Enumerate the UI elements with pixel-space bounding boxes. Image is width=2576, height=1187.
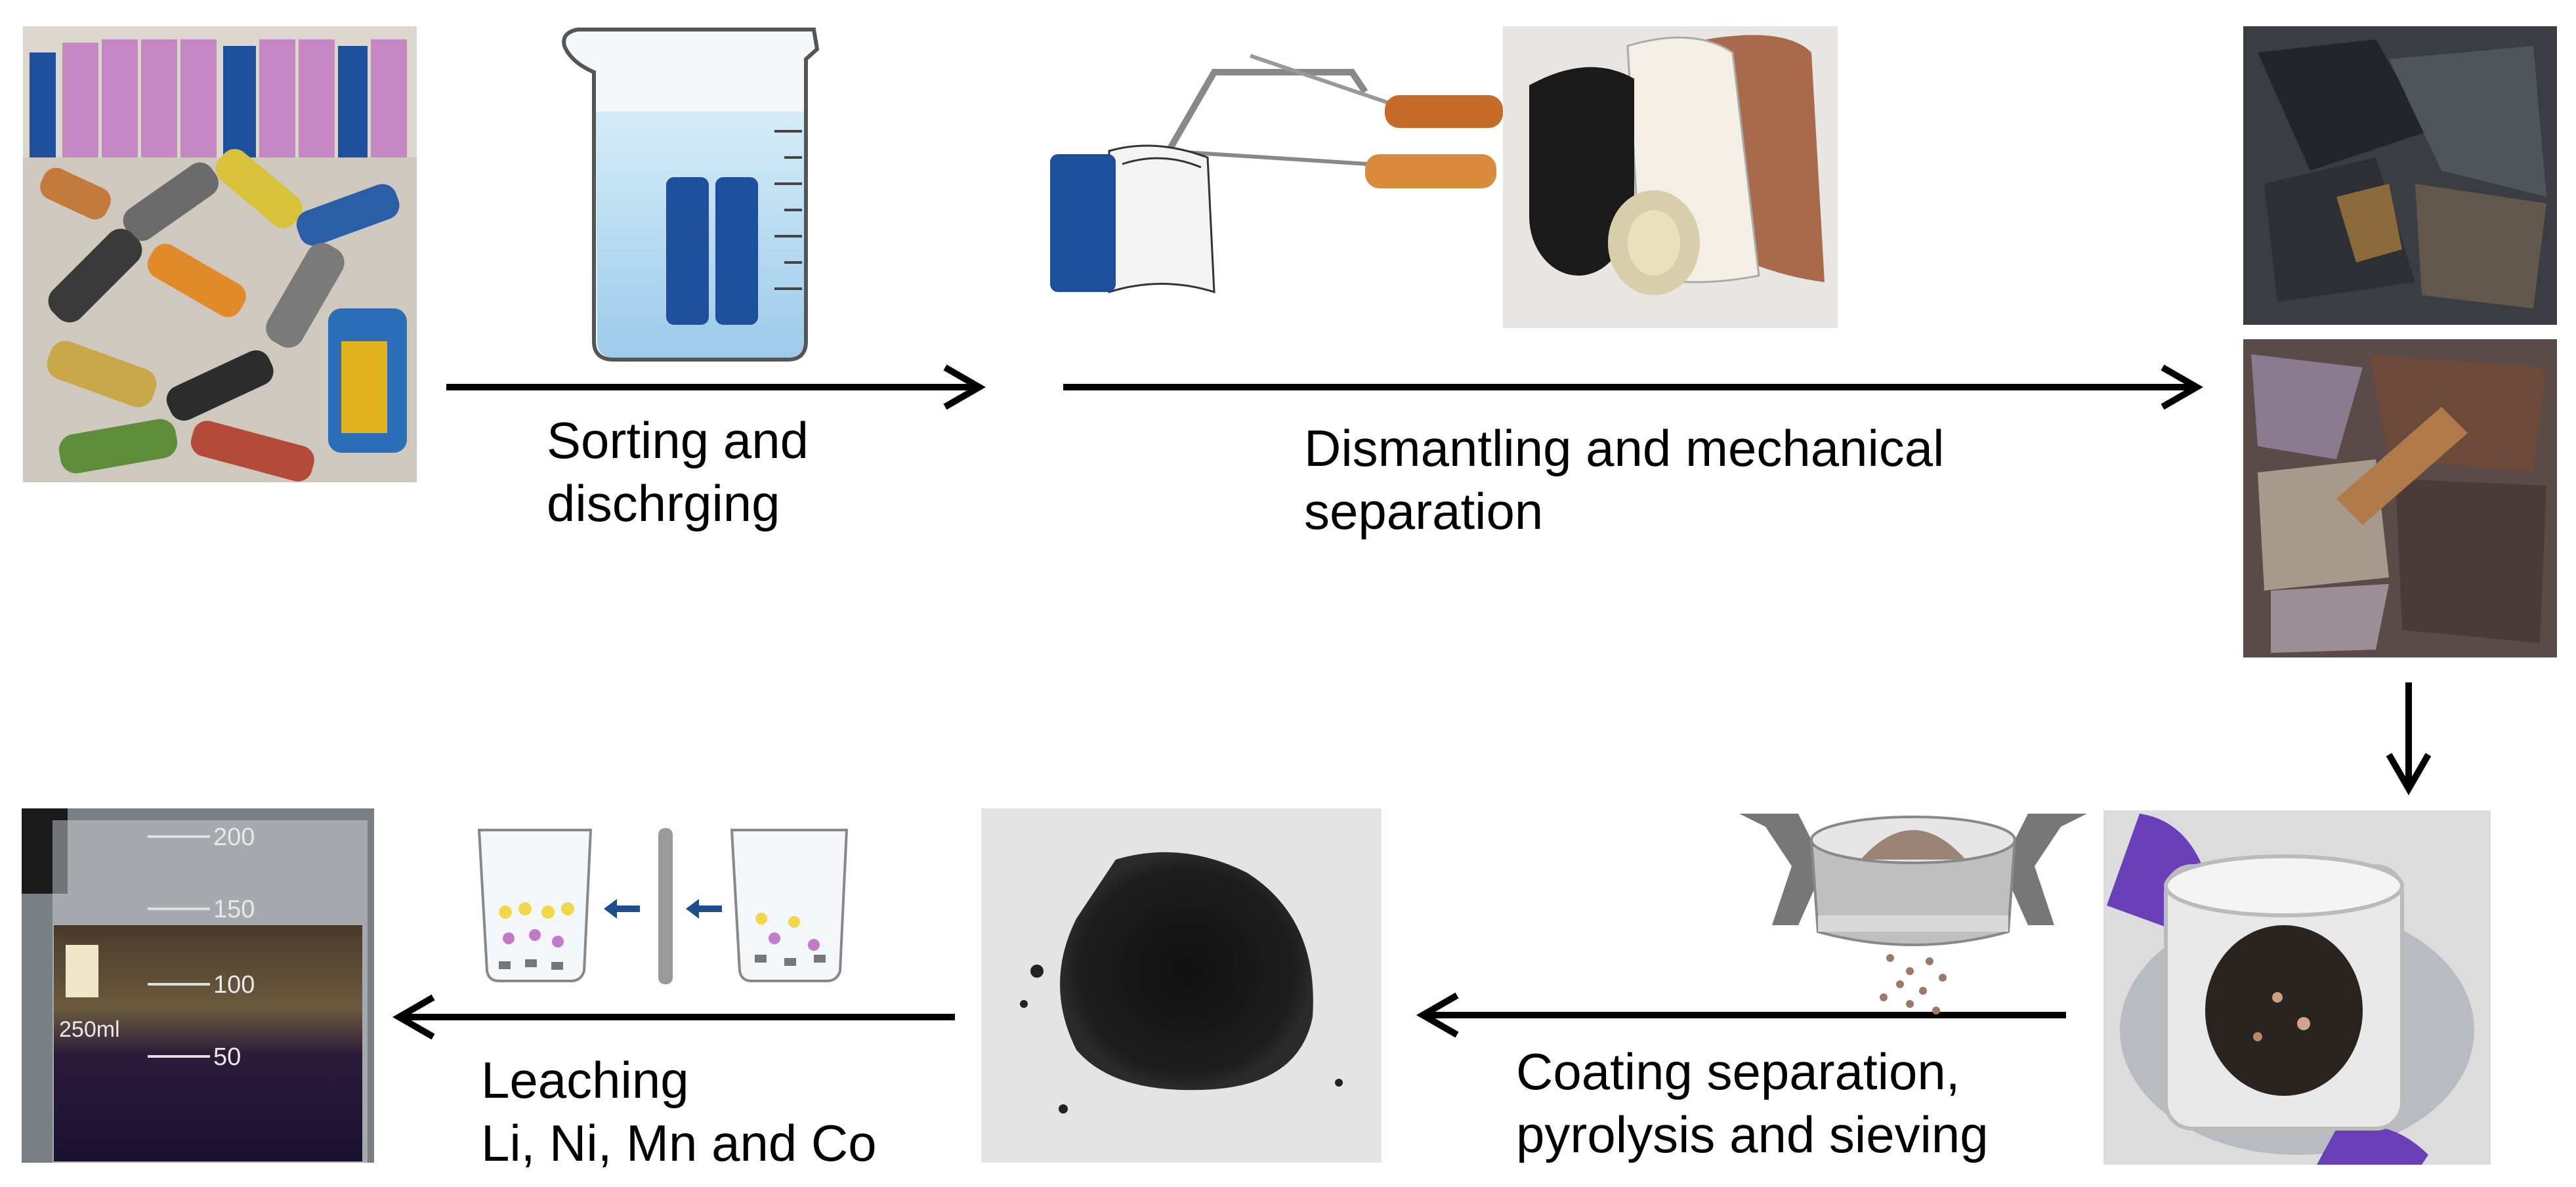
electrode-foils-photo (1503, 26, 1838, 328)
arrow-coating (1416, 992, 2066, 1038)
beaker-mark-100: 100 (213, 971, 255, 999)
step-label-dismantling: Dismantling and mechanical separation (1304, 417, 1945, 543)
leachate-beaker-photo (22, 808, 374, 1163)
arrow-sorting (446, 364, 986, 410)
step-label-leaching-line1: Leaching (481, 1051, 689, 1109)
arrow-down (2386, 682, 2432, 796)
unrolled-cell-photo (1050, 144, 1215, 294)
black-mass-photo (981, 808, 1382, 1163)
arrow-leaching (392, 994, 955, 1040)
step-label-sorting: Sorting and dischrging (547, 409, 809, 535)
electrode-foils-photo-grey (2243, 26, 2557, 325)
shredded-foils-photo (2243, 339, 2557, 657)
beaker-mark-50: 50 (213, 1043, 242, 1071)
step-label-coating-line1: Coating separation, (1516, 1043, 1960, 1100)
step-label-dismantling-line1: Dismantling and mechanical (1304, 419, 1945, 477)
step-label-sorting-line2: dischrging (547, 474, 780, 532)
sieve-icon (1739, 814, 2087, 1014)
step-label-dismantling-line2: separation (1304, 482, 1544, 540)
arrow-dismantling (1063, 364, 2204, 410)
step-label-leaching: Leaching Li, Ni, Mn and Co (481, 1049, 877, 1175)
beaker-mark-200: 200 (213, 823, 255, 851)
step-label-coating: Coating separation, pyrolysis and sievin… (1516, 1040, 1989, 1166)
step-label-leaching-line2: Li, Ni, Mn and Co (481, 1114, 877, 1172)
discharge-beaker-icon (562, 28, 820, 362)
hacksaw-icon (1162, 54, 1503, 188)
step-label-sorting-line1: Sorting and (547, 411, 809, 469)
leaching-beakers-icon (477, 828, 849, 984)
step-label-coating-line2: pyrolysis and sieving (1516, 1106, 1989, 1163)
beaker-mark-150: 150 (213, 896, 255, 923)
beaker-mark-250ml: 250ml (59, 1017, 120, 1042)
sieve-jar-photo (2103, 810, 2491, 1165)
battery-pile-photo (23, 26, 417, 482)
